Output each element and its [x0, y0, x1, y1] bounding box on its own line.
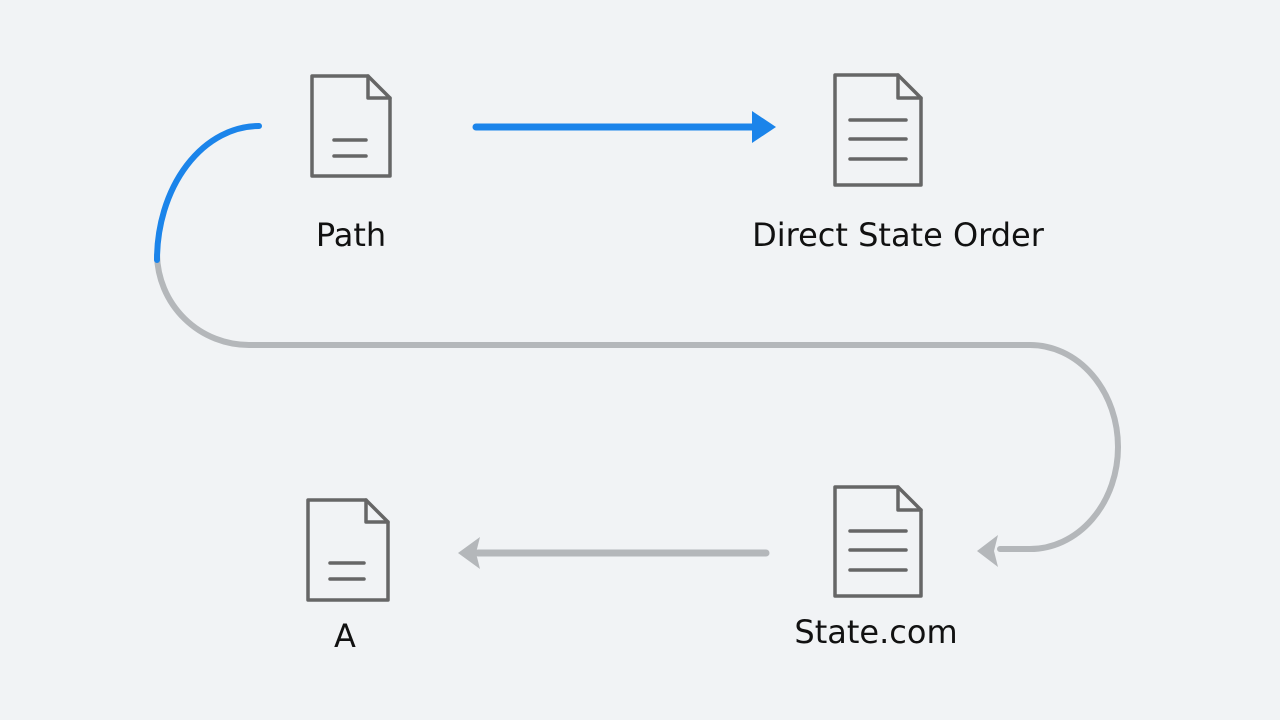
- arrowhead-to-state-com: [977, 535, 998, 567]
- node-label-path: Path: [315, 216, 387, 254]
- node-label-state-com: State.com: [794, 613, 958, 651]
- arrowhead-to-a: [458, 537, 480, 569]
- connector-path-to-state-com-active: [154, 123, 262, 263]
- connector-path-to-state-com: [154, 252, 1121, 552]
- node-label-a: A: [334, 617, 356, 655]
- node-label-direct-state-order: Direct State Order: [752, 216, 1044, 254]
- document-icon: [310, 74, 392, 178]
- arrowhead-to-direct-state-order: [752, 111, 776, 143]
- document-lines-icon: [833, 73, 923, 187]
- document-icon: [306, 498, 390, 602]
- document-lines-icon: [833, 485, 923, 598]
